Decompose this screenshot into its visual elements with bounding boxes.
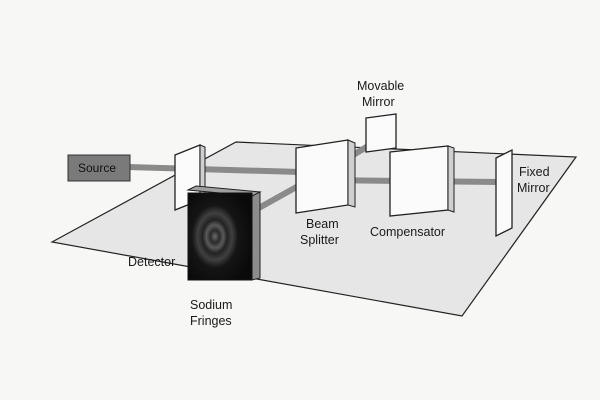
fixed-mirror-label-line1: Fixed — [519, 165, 550, 179]
movable-mirror — [365, 113, 397, 153]
sodium-fringes-label-line2: Fringes — [190, 314, 232, 328]
detector-side — [251, 191, 261, 281]
beam-splitter-label-line1: Beam — [306, 217, 339, 231]
sodium-fringes-label-line1: Sodium — [190, 298, 232, 312]
compensator-label: Compensator — [370, 225, 445, 239]
detector-label: Detector — [128, 255, 175, 269]
beam-splitter-edge — [347, 139, 356, 208]
beam-splitter-face — [295, 139, 349, 214]
detector — [186, 185, 262, 281]
beam-splitter-label-line2: Splitter — [300, 233, 339, 247]
source-box — [67, 154, 131, 182]
fixed-mirror-label-line2: Mirror — [517, 181, 550, 195]
sodium-fringes-pattern — [187, 192, 253, 281]
movable-mirror-face — [365, 113, 397, 153]
movable-mirror-label-line1: Movable — [357, 79, 404, 93]
source-label: Source — [78, 161, 116, 175]
beam-splitter — [295, 139, 356, 214]
compensator — [389, 145, 455, 217]
movable-mirror-label-line2: Mirror — [362, 95, 395, 109]
beam-source-to-splitter — [127, 164, 301, 175]
fixed-mirror-face — [495, 148, 513, 238]
fixed-mirror — [495, 148, 513, 238]
compensator-edge — [447, 145, 455, 213]
compensator-face — [389, 145, 449, 217]
